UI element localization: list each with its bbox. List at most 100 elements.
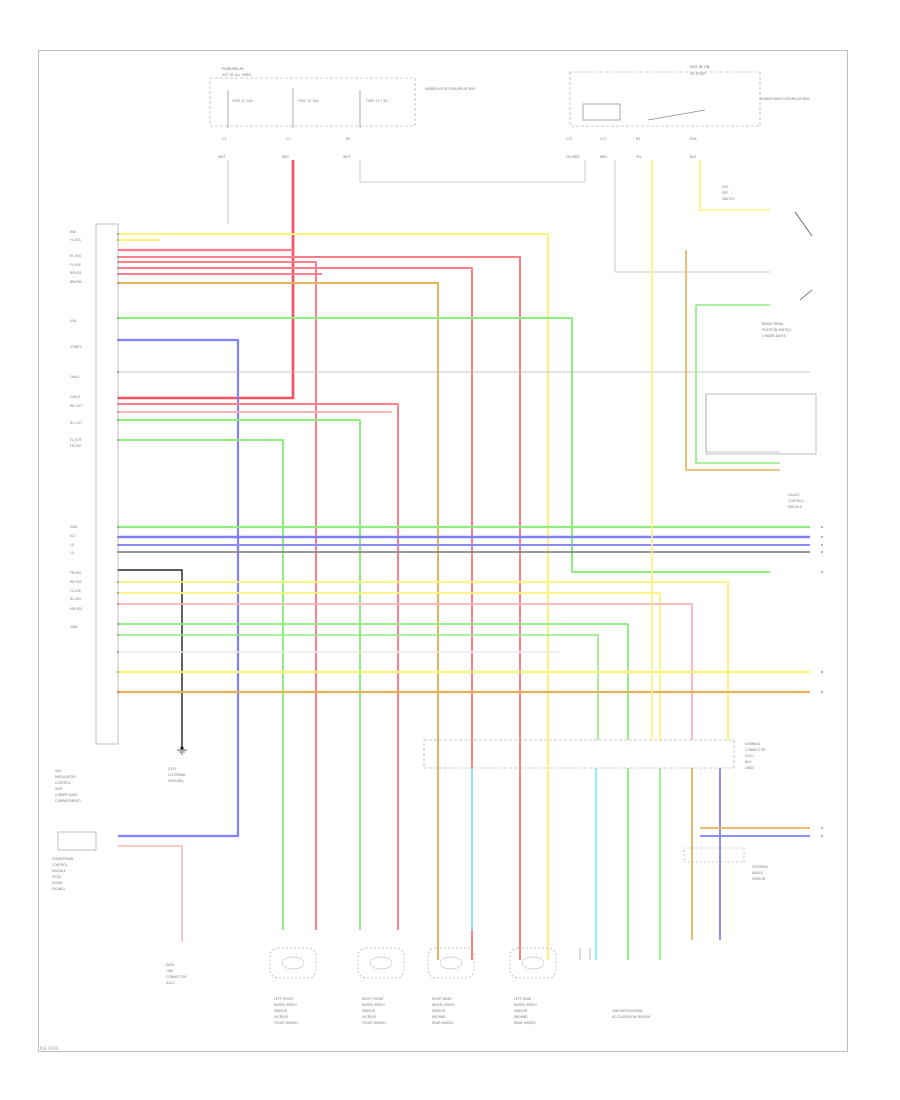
sensor-housing <box>269 947 317 979</box>
ecm-pin-label: FL-VSS <box>70 263 81 267</box>
ecm-pin-label: FL-VSS <box>70 238 81 242</box>
terminal-dot <box>821 551 823 553</box>
sensor-icon <box>439 956 463 970</box>
wire-orange-rr <box>118 282 439 960</box>
gauge-2: CONTROL <box>788 499 804 503</box>
pin-dot <box>117 403 119 405</box>
ecm-pin-label: RL-VSS <box>70 254 81 258</box>
gauge-3: MODULE <box>788 505 802 509</box>
pin-dot <box>117 634 119 636</box>
wire-orange-box <box>685 250 780 471</box>
sensor-label: (BEHIND <box>432 1015 446 1019</box>
footer-code: R/E 2006 <box>40 1046 59 1051</box>
top-left-wire-2: RED <box>282 155 289 159</box>
rear-module-6: FACING) <box>52 887 65 891</box>
pin-dot <box>117 536 119 538</box>
wire-gray-top-link <box>359 160 586 183</box>
pin-dot <box>117 419 119 421</box>
brake-1: BRAKE PEDAL <box>762 322 784 326</box>
sensor-label: (ACROSS <box>274 1015 288 1019</box>
vsa-2: OFF <box>722 191 728 195</box>
pin-dot <box>117 551 119 553</box>
pin-dot <box>117 261 119 263</box>
pin-dot <box>117 526 119 528</box>
brake-2: POSITION SWITCH <box>762 328 791 332</box>
ecm-pin-label: RR-OUT <box>70 404 82 408</box>
pin-dot <box>117 233 119 235</box>
sensor-label: LEFT REAR <box>514 997 532 1001</box>
terminal-dot <box>821 671 823 673</box>
vsa-1: VSA <box>722 185 729 189</box>
sensor-label: REAR WHEEL) <box>514 1021 536 1025</box>
wire-green-vsa <box>118 317 770 573</box>
terminal-dot <box>821 536 823 538</box>
ecm-pin-label: GND <box>70 625 78 629</box>
data-link-4: (DLC) <box>166 981 175 985</box>
harness-connector: HARNESS CONNECTOR (DLC) BUS LINES <box>423 739 766 770</box>
rear-module-4: (PCM) <box>52 875 61 879</box>
top-left-sub: HOT AT ALL TIMES <box>222 73 251 77</box>
wire-red-rr <box>118 267 473 960</box>
sensor-label: SENSOR <box>362 1009 376 1013</box>
pin-dot <box>117 397 119 399</box>
pin-dot <box>117 671 119 673</box>
rear-module-5: (REAR- <box>52 881 63 885</box>
ecm-pin-label: RL-OUT <box>70 421 82 425</box>
sensor-label: (ACROSS <box>362 1015 376 1019</box>
wire-set <box>117 160 823 960</box>
sensor-icon <box>281 956 305 970</box>
brake-3: (UNDER-DASH) <box>762 334 786 338</box>
sensor-label: FRONT WHEEL) <box>274 1021 299 1025</box>
ecm-pin-label: BRKSW <box>70 280 83 284</box>
pin-dot <box>117 411 119 413</box>
rear-module-1: POWERTRAIN <box>52 857 74 861</box>
ecm-label-5: (UNDER-DASH <box>55 793 78 797</box>
pin-dot <box>117 317 119 319</box>
ecm-pin-label: GND <box>70 525 78 529</box>
wire-gray-switch <box>614 160 770 273</box>
wheel-speed-sensors: LEFT FRONT WHEEL SPEED SENSOR (ACROSS FRONT … <box>269 947 557 1025</box>
data-link-2: LINK <box>166 969 174 973</box>
rear-module: POWERTRAIN CONTROL MODULE (PCM) (REAR- F… <box>52 831 97 891</box>
yaw-rate-sensor: YAW RATE/LATERAL ACCELERATION SENSOR <box>579 948 651 1019</box>
ecm-pin-label: RL-VSS <box>70 597 81 601</box>
diagram-frame <box>38 50 848 1052</box>
yaw-1: YAW RATE/LATERAL <box>612 1009 643 1013</box>
gauge-1: GAUGE <box>788 493 799 497</box>
sensor-label: LEFT FRONT <box>274 997 293 1001</box>
ecm-label-1: VSA <box>55 769 62 773</box>
sensor-label: WHEEL SPEED <box>432 1003 455 1007</box>
pin-dot <box>117 603 119 605</box>
harness-4: BUS <box>745 760 752 764</box>
wire-yellow-h2 <box>118 592 661 740</box>
ecm-pin-label: RR-VSS <box>70 271 82 275</box>
data-link-1: DATA <box>166 963 175 967</box>
sensor-housing <box>357 947 405 979</box>
fuse-31-label: FUSE 31 10A <box>232 99 253 103</box>
ecm-pin-label: LG <box>70 543 75 547</box>
top-right-header: HOT IN ON <box>690 65 710 69</box>
wire-yellow-1 <box>118 233 549 960</box>
top-right-wire-3: YEL <box>636 155 642 159</box>
sensor-label: FRONT WHEEL) <box>362 1021 387 1025</box>
wire-green-lf <box>118 439 284 930</box>
ecm-label-6: COMPARTMENT) <box>55 799 81 803</box>
pin-dot <box>117 651 119 653</box>
sensor-label: WHEEL SPEED <box>362 1003 385 1007</box>
ground-label-3: GROUND) <box>168 779 184 783</box>
steering-3: SENSOR <box>752 877 766 881</box>
ecm-pin-label: VSA <box>70 319 77 323</box>
top-right-pin-3: B3 <box>636 137 640 141</box>
terminal-dot <box>821 835 823 837</box>
pin-dot <box>117 691 119 693</box>
top-left-header: FUSE/RELAY <box>222 67 244 71</box>
top-right-wire-4: BLK <box>690 155 697 159</box>
wire-red-rf <box>118 403 399 930</box>
top-left-pin-1: C3 <box>222 137 226 141</box>
pin-dot <box>117 339 119 341</box>
ecm-pin-label: RR-VSS <box>70 580 82 584</box>
pin-dot <box>117 273 119 275</box>
sensor-label: WHEEL SPEED <box>514 1003 537 1007</box>
sensor-label: SENSOR <box>432 1009 446 1013</box>
wire-yellow-h1 <box>118 581 729 740</box>
